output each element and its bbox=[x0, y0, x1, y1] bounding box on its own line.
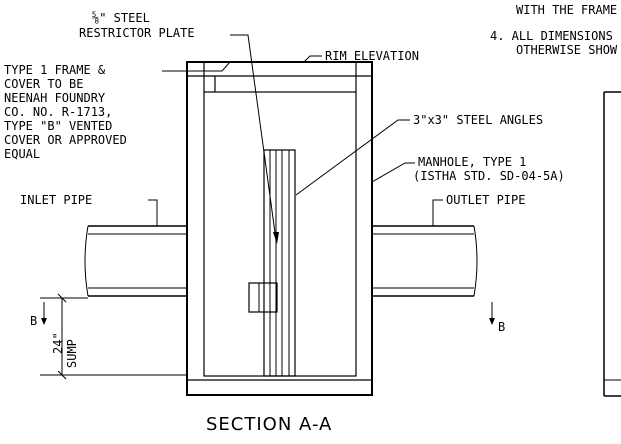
section-marker-left: B bbox=[30, 302, 47, 328]
section-marker-right: B bbox=[489, 302, 505, 334]
frame-note-line7: EQUAL bbox=[4, 147, 40, 161]
outlet-pipe-label: OUTLET PIPE bbox=[446, 193, 525, 207]
manhole-inner-wall bbox=[203, 91, 357, 377]
note-4-line2: OTHERWISE SHOW bbox=[516, 43, 618, 57]
leader-lines bbox=[148, 34, 443, 244]
adjacent-view-partial bbox=[603, 91, 621, 397]
restrictor-label-line2: RESTRICTOR PLATE bbox=[79, 26, 195, 40]
sump-dimension-word: SUMP bbox=[65, 339, 79, 368]
svg-text:B: B bbox=[498, 320, 505, 334]
frame-note-line4: CO. NO. R-1713, bbox=[4, 105, 112, 119]
svg-text:B: B bbox=[30, 314, 37, 328]
manhole-label-line2: (ISTHA STD. SD-04-5A) bbox=[413, 169, 565, 183]
rim-elevation-label: RIM ELEVATION bbox=[325, 49, 419, 63]
frame-note-line5: TYPE "B" VENTED bbox=[4, 119, 112, 133]
orifice-opening bbox=[248, 282, 278, 313]
manhole-label-line1: MANHOLE, TYPE 1 bbox=[418, 155, 526, 169]
outlet-pipe bbox=[372, 225, 478, 297]
note-3-tail: WITH THE FRAME bbox=[516, 3, 617, 17]
steel-angles bbox=[263, 149, 296, 377]
arrow-down-icon bbox=[489, 318, 495, 325]
inlet-pipe bbox=[84, 225, 187, 297]
sump-dimension bbox=[40, 293, 187, 380]
general-notes: WITH THE FRAME 4. ALL DIMENSIONS OTHERWI… bbox=[490, 3, 618, 57]
inlet-pipe-label: INLET PIPE bbox=[20, 193, 92, 207]
sump-dimension-value: 24" bbox=[51, 332, 65, 354]
restrictor-label-line1: ⅝" STEEL bbox=[92, 11, 150, 25]
arrow-down-icon bbox=[41, 318, 47, 325]
inlet-pipe-break bbox=[84, 225, 89, 297]
manhole-structure bbox=[186, 61, 373, 396]
frame-note-line2: COVER TO BE bbox=[4, 77, 83, 91]
manhole-outer-wall bbox=[186, 61, 373, 396]
section-title: SECTION A-A bbox=[206, 414, 332, 435]
note-4-line1: 4. ALL DIMENSIONS bbox=[490, 29, 613, 43]
frame-note-line1: TYPE 1 FRAME & bbox=[4, 63, 106, 77]
frame-note-line3: NEENAH FOUNDRY bbox=[4, 91, 106, 105]
callout-labels: ⅝" STEEL RESTRICTOR PLATE RIM ELEVATION … bbox=[4, 11, 565, 368]
restrictor-plate-assembly bbox=[248, 149, 296, 377]
steel-angles-label: 3"x3" STEEL ANGLES bbox=[413, 113, 543, 127]
outlet-pipe-break bbox=[473, 225, 478, 297]
frame-note-line6: COVER OR APPROVED bbox=[4, 133, 127, 147]
